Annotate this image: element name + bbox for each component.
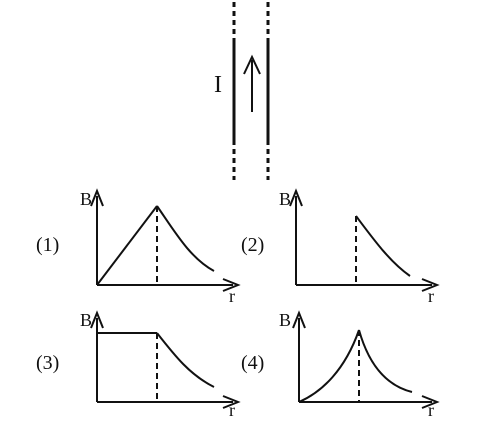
option-2-x-arrow-icon [421, 278, 440, 292]
option-2: (2) B r [241, 188, 440, 306]
option-1-x-axis-label: r [229, 286, 235, 306]
option-3-y-axis-label: B [80, 310, 92, 330]
option-1: (1) B r [36, 188, 241, 306]
current-arrowhead-icon [243, 54, 261, 75]
option-4-y-arrow-icon [292, 310, 306, 329]
option-3-x-arrow-icon [222, 395, 241, 409]
option-1-y-arrow-icon [90, 188, 104, 207]
option-2-x-axis-label: r [428, 286, 434, 306]
option-2-y-arrow-icon [289, 188, 303, 207]
option-4-number: (4) [241, 352, 264, 374]
option-2-decay-curve [355, 215, 411, 277]
option-1-x-arrow-icon [222, 278, 241, 292]
option-3-y-arrow-icon [90, 310, 104, 329]
option-2-y-axis-label: B [279, 189, 291, 209]
option-3-x-axis-label: r [229, 400, 235, 420]
option-2-number: (2) [241, 234, 264, 256]
option-4-x-arrow-icon [421, 395, 440, 409]
option-4: (4) B r [241, 310, 440, 420]
option-4-y-axis-label: B [279, 310, 291, 330]
option-4-rising-curve [298, 329, 360, 403]
current-label: I [214, 72, 222, 98]
option-3: (3) B r [36, 310, 241, 420]
option-1-number: (1) [36, 234, 59, 256]
option-4-x-axis-label: r [428, 400, 434, 420]
option-1-linear-rise [96, 205, 158, 286]
option-3-number: (3) [36, 352, 59, 374]
option-4-decay-curve [358, 329, 413, 393]
conductor: I [214, 2, 270, 180]
option-1-y-axis-label: B [80, 189, 92, 209]
option-1-decay-curve [156, 205, 215, 272]
option-3-decay-curve [156, 332, 215, 388]
